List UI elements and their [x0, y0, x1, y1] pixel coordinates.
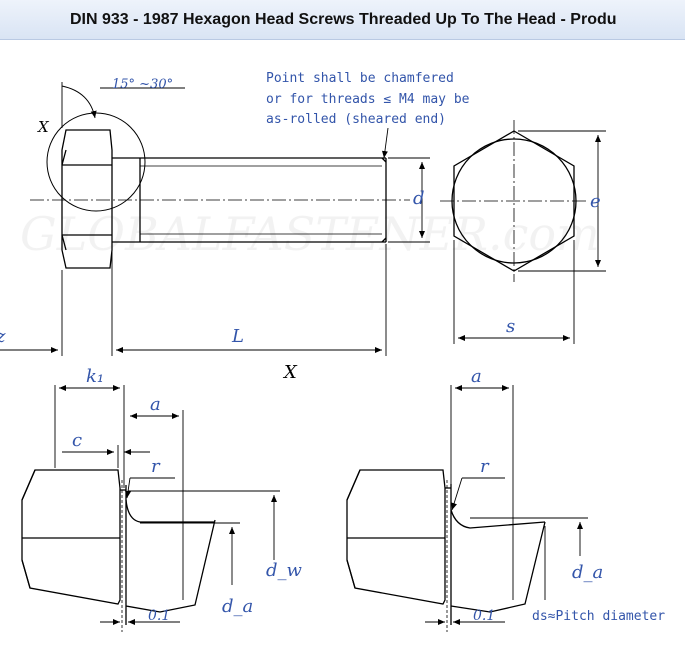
left-detail-dimensions [54, 385, 280, 625]
hex-end-view [440, 120, 588, 282]
technical-drawing: GLOBALFASTENER.com 15° ~30° Point shall … [0, 71, 665, 632]
r-right-label: r [480, 456, 490, 477]
dw-label: d_w [266, 560, 303, 581]
d-dimension [388, 157, 430, 243]
chamfer-angle-label: 15° ~30° [112, 77, 173, 92]
tol-left-label: 0.1 [148, 608, 170, 624]
right-detail-view [346, 469, 546, 632]
da-left-label: d_a [222, 596, 253, 617]
pitch-diameter-note: ds≈Pitch diameter [532, 609, 665, 624]
point-note-line-3: as-rolled (sheared end) [266, 112, 446, 127]
page-header: DIN 933 - 1987 Hexagon Head Screws Threa… [0, 0, 685, 40]
a-left-label: a [150, 394, 161, 415]
note-leader [381, 127, 389, 159]
d-label: d [413, 188, 425, 209]
point-note-line-1: Point shall be chamfered [266, 71, 454, 86]
left-detail-view [21, 469, 216, 632]
chamfer-angle-annotation [61, 82, 185, 128]
page-title: DIN 933 - 1987 Hexagon Head Screws Threa… [70, 11, 617, 28]
x-upper-label: X [37, 118, 50, 136]
da-right-label: d_a [572, 562, 603, 583]
k1-label: k₁ [86, 366, 104, 387]
a-right-label: a [471, 366, 482, 387]
detail-x-title: X [282, 362, 298, 383]
e-label: e [590, 191, 601, 212]
r-left-label: r [151, 456, 161, 477]
tol-right-label: 0.1 [473, 608, 495, 624]
L-label: L [231, 326, 244, 347]
point-note-line-2: or for threads ≤ M4 may be [266, 92, 470, 107]
c-label: c [72, 430, 82, 451]
hex-dimensions [453, 130, 606, 344]
length-dimension [0, 244, 387, 356]
right-detail-dimensions [425, 385, 588, 625]
s-label: s [506, 316, 515, 337]
z-label: z [0, 326, 6, 347]
